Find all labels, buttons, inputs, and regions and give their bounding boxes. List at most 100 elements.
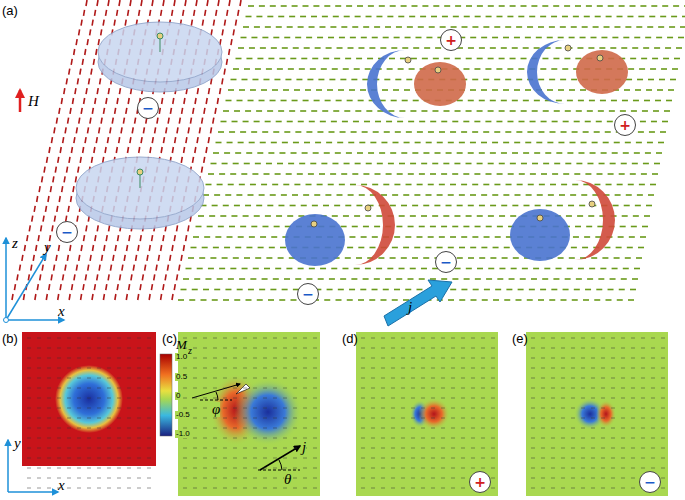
- spin-arrow: [77, 216, 78, 222]
- spin-arrow: [566, 215, 572, 217]
- spin-arrow: [406, 131, 412, 133]
- spin-arrow: [257, 299, 263, 301]
- spin-arrow: [107, 448, 111, 449]
- spin-arrow: [644, 215, 650, 217]
- spin-arrow: [223, 428, 227, 429]
- spin-arrow: [457, 205, 463, 207]
- spin-arrow: [344, 110, 350, 112]
- spin-arrow: [514, 89, 520, 91]
- spin-arrow: [27, 458, 31, 459]
- spin-arrow: [293, 338, 297, 339]
- spin-arrow: [183, 10, 184, 16]
- spin-arrow: [338, 289, 344, 291]
- spin-arrow: [267, 16, 273, 18]
- spin-arrow: [670, 79, 676, 81]
- spin-arrow: [207, 226, 213, 228]
- spin-arrow: [87, 488, 91, 489]
- spin-arrow: [548, 194, 554, 196]
- spin-arrow: [97, 388, 101, 389]
- spin-arrow: [625, 142, 631, 144]
- spin-arrow: [67, 408, 71, 409]
- spin-arrow: [40, 274, 41, 280]
- spin-arrow: [177, 225, 178, 231]
- spin-arrow: [47, 368, 51, 369]
- spin-arrow: [437, 142, 443, 144]
- spin-arrow: [87, 478, 91, 479]
- spin-arrow: [221, 121, 227, 123]
- spin-arrow: [617, 184, 623, 186]
- spin-arrow: [366, 110, 372, 112]
- spin-arrow: [640, 5, 646, 7]
- spin-arrow: [283, 89, 289, 91]
- spin-arrow: [248, 194, 254, 196]
- spin-arrow: [137, 408, 141, 409]
- spin-arrow: [503, 142, 509, 144]
- spin-arrow: [549, 299, 555, 301]
- spin-arrow: [671, 16, 677, 18]
- spin-arrow: [237, 100, 243, 102]
- spin-arrow: [27, 358, 31, 359]
- spin-arrow: [488, 268, 494, 270]
- spin-arrow: [56, 255, 57, 261]
- spin-arrow: [584, 16, 590, 18]
- spin-arrow: [147, 348, 151, 349]
- spin-arrow: [466, 268, 472, 270]
- spin-arrow: [170, 255, 171, 261]
- spin-arrow: [213, 20, 214, 26]
- spin-arrow: [640, 236, 646, 238]
- spin-arrow: [454, 163, 460, 165]
- spin-arrow: [204, 157, 205, 163]
- spin-arrow: [113, 255, 114, 261]
- spin-arrow: [179, 265, 180, 271]
- spin-arrow: [405, 289, 411, 291]
- spin-arrow: [273, 378, 277, 379]
- spin-arrow: [147, 478, 151, 479]
- spin-arrow: [128, 98, 129, 104]
- spin-arrow: [97, 398, 101, 399]
- spin-arrow: [461, 131, 467, 133]
- spin-arrow: [213, 418, 217, 419]
- spin-arrow: [97, 478, 101, 479]
- spin-arrow: [103, 20, 104, 26]
- spin-arrow: [643, 163, 649, 165]
- spin-arrow: [42, 265, 43, 271]
- spin-arrow: [333, 110, 339, 112]
- spin-arrow: [67, 255, 68, 261]
- spin-arrow: [483, 26, 489, 28]
- spin-arrow: [193, 428, 197, 429]
- spin-arrow: [523, 152, 529, 154]
- spin-arrow: [142, 274, 143, 280]
- spin-arrow: [612, 268, 618, 270]
- spin-arrow: [193, 348, 197, 349]
- spin-arrow: [127, 438, 131, 439]
- spin-arrow: [265, 215, 271, 217]
- spin-arrow: [503, 194, 509, 196]
- spin-arrow: [192, 289, 198, 291]
- spin-arrow: [213, 368, 217, 369]
- spin-arrow: [227, 142, 233, 144]
- spin-arrow: [77, 398, 81, 399]
- spin-arrow: [499, 58, 505, 60]
- spin-arrow: [81, 294, 82, 300]
- spin-arrow: [636, 26, 642, 28]
- spin-arrow: [541, 121, 547, 123]
- spin-arrow: [253, 428, 257, 429]
- spin-arrow: [363, 278, 369, 280]
- spin-arrow: [67, 458, 71, 459]
- spin-arrow: [283, 368, 287, 369]
- spin-arrow: [161, 147, 162, 153]
- spin-arrow: [233, 428, 237, 429]
- spin-arrow: [384, 79, 390, 81]
- spin-arrow: [228, 89, 234, 91]
- spin-arrow: [62, 186, 63, 192]
- spin-arrow: [203, 289, 209, 291]
- spin-arrow: [466, 215, 472, 217]
- spin-arrow: [589, 100, 595, 102]
- spin-arrow: [631, 226, 637, 228]
- spin-arrow: [632, 163, 638, 165]
- spin-arrow: [406, 79, 412, 81]
- spin-arrow: [302, 152, 308, 154]
- spin-arrow: [630, 58, 636, 60]
- spin-arrow: [115, 245, 116, 251]
